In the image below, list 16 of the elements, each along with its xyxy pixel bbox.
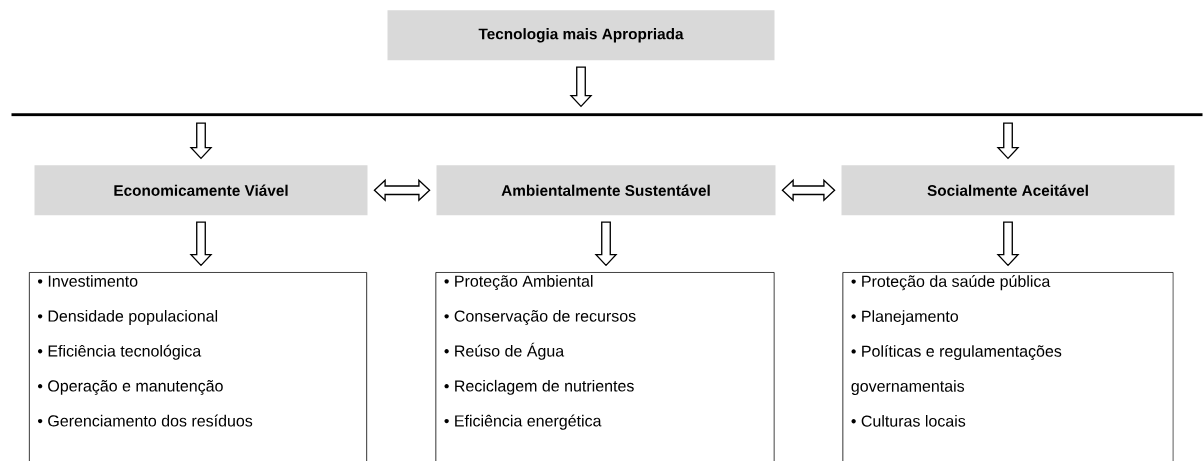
list-box: • Proteção Ambiental • Conservação de recursos • Reúso de Água • Reciclagem de nutrientes • Eficiência energética bbox=[435, 272, 775, 461]
double-arrow bbox=[373, 178, 431, 202]
block-arrow bbox=[189, 221, 213, 267]
horizontal-line bbox=[11, 113, 1203, 117]
block-arrow bbox=[996, 221, 1020, 267]
block-arrow bbox=[594, 221, 618, 267]
list-box: • Proteção da saúde pública • Planejamento • Políticas e regulamentações governamentais • Culturas locais bbox=[842, 272, 1174, 461]
block-arrow bbox=[996, 122, 1020, 160]
double-arrow bbox=[781, 178, 836, 202]
block-arrow bbox=[189, 122, 213, 160]
heading-box: Economicamente Viável bbox=[34, 165, 368, 216]
title-box: Tecnologia mais Apropriada bbox=[387, 10, 775, 61]
heading-box: Socialmente Aceitável bbox=[841, 165, 1175, 216]
block-arrow bbox=[569, 66, 593, 108]
heading-box: Ambientalmente Sustentável bbox=[436, 165, 776, 216]
list-box: • Investimento • Densidade populacional • Eficiência tecnológica • Operação e manutenção • Gerenciamento dos resíduos bbox=[28, 272, 368, 461]
